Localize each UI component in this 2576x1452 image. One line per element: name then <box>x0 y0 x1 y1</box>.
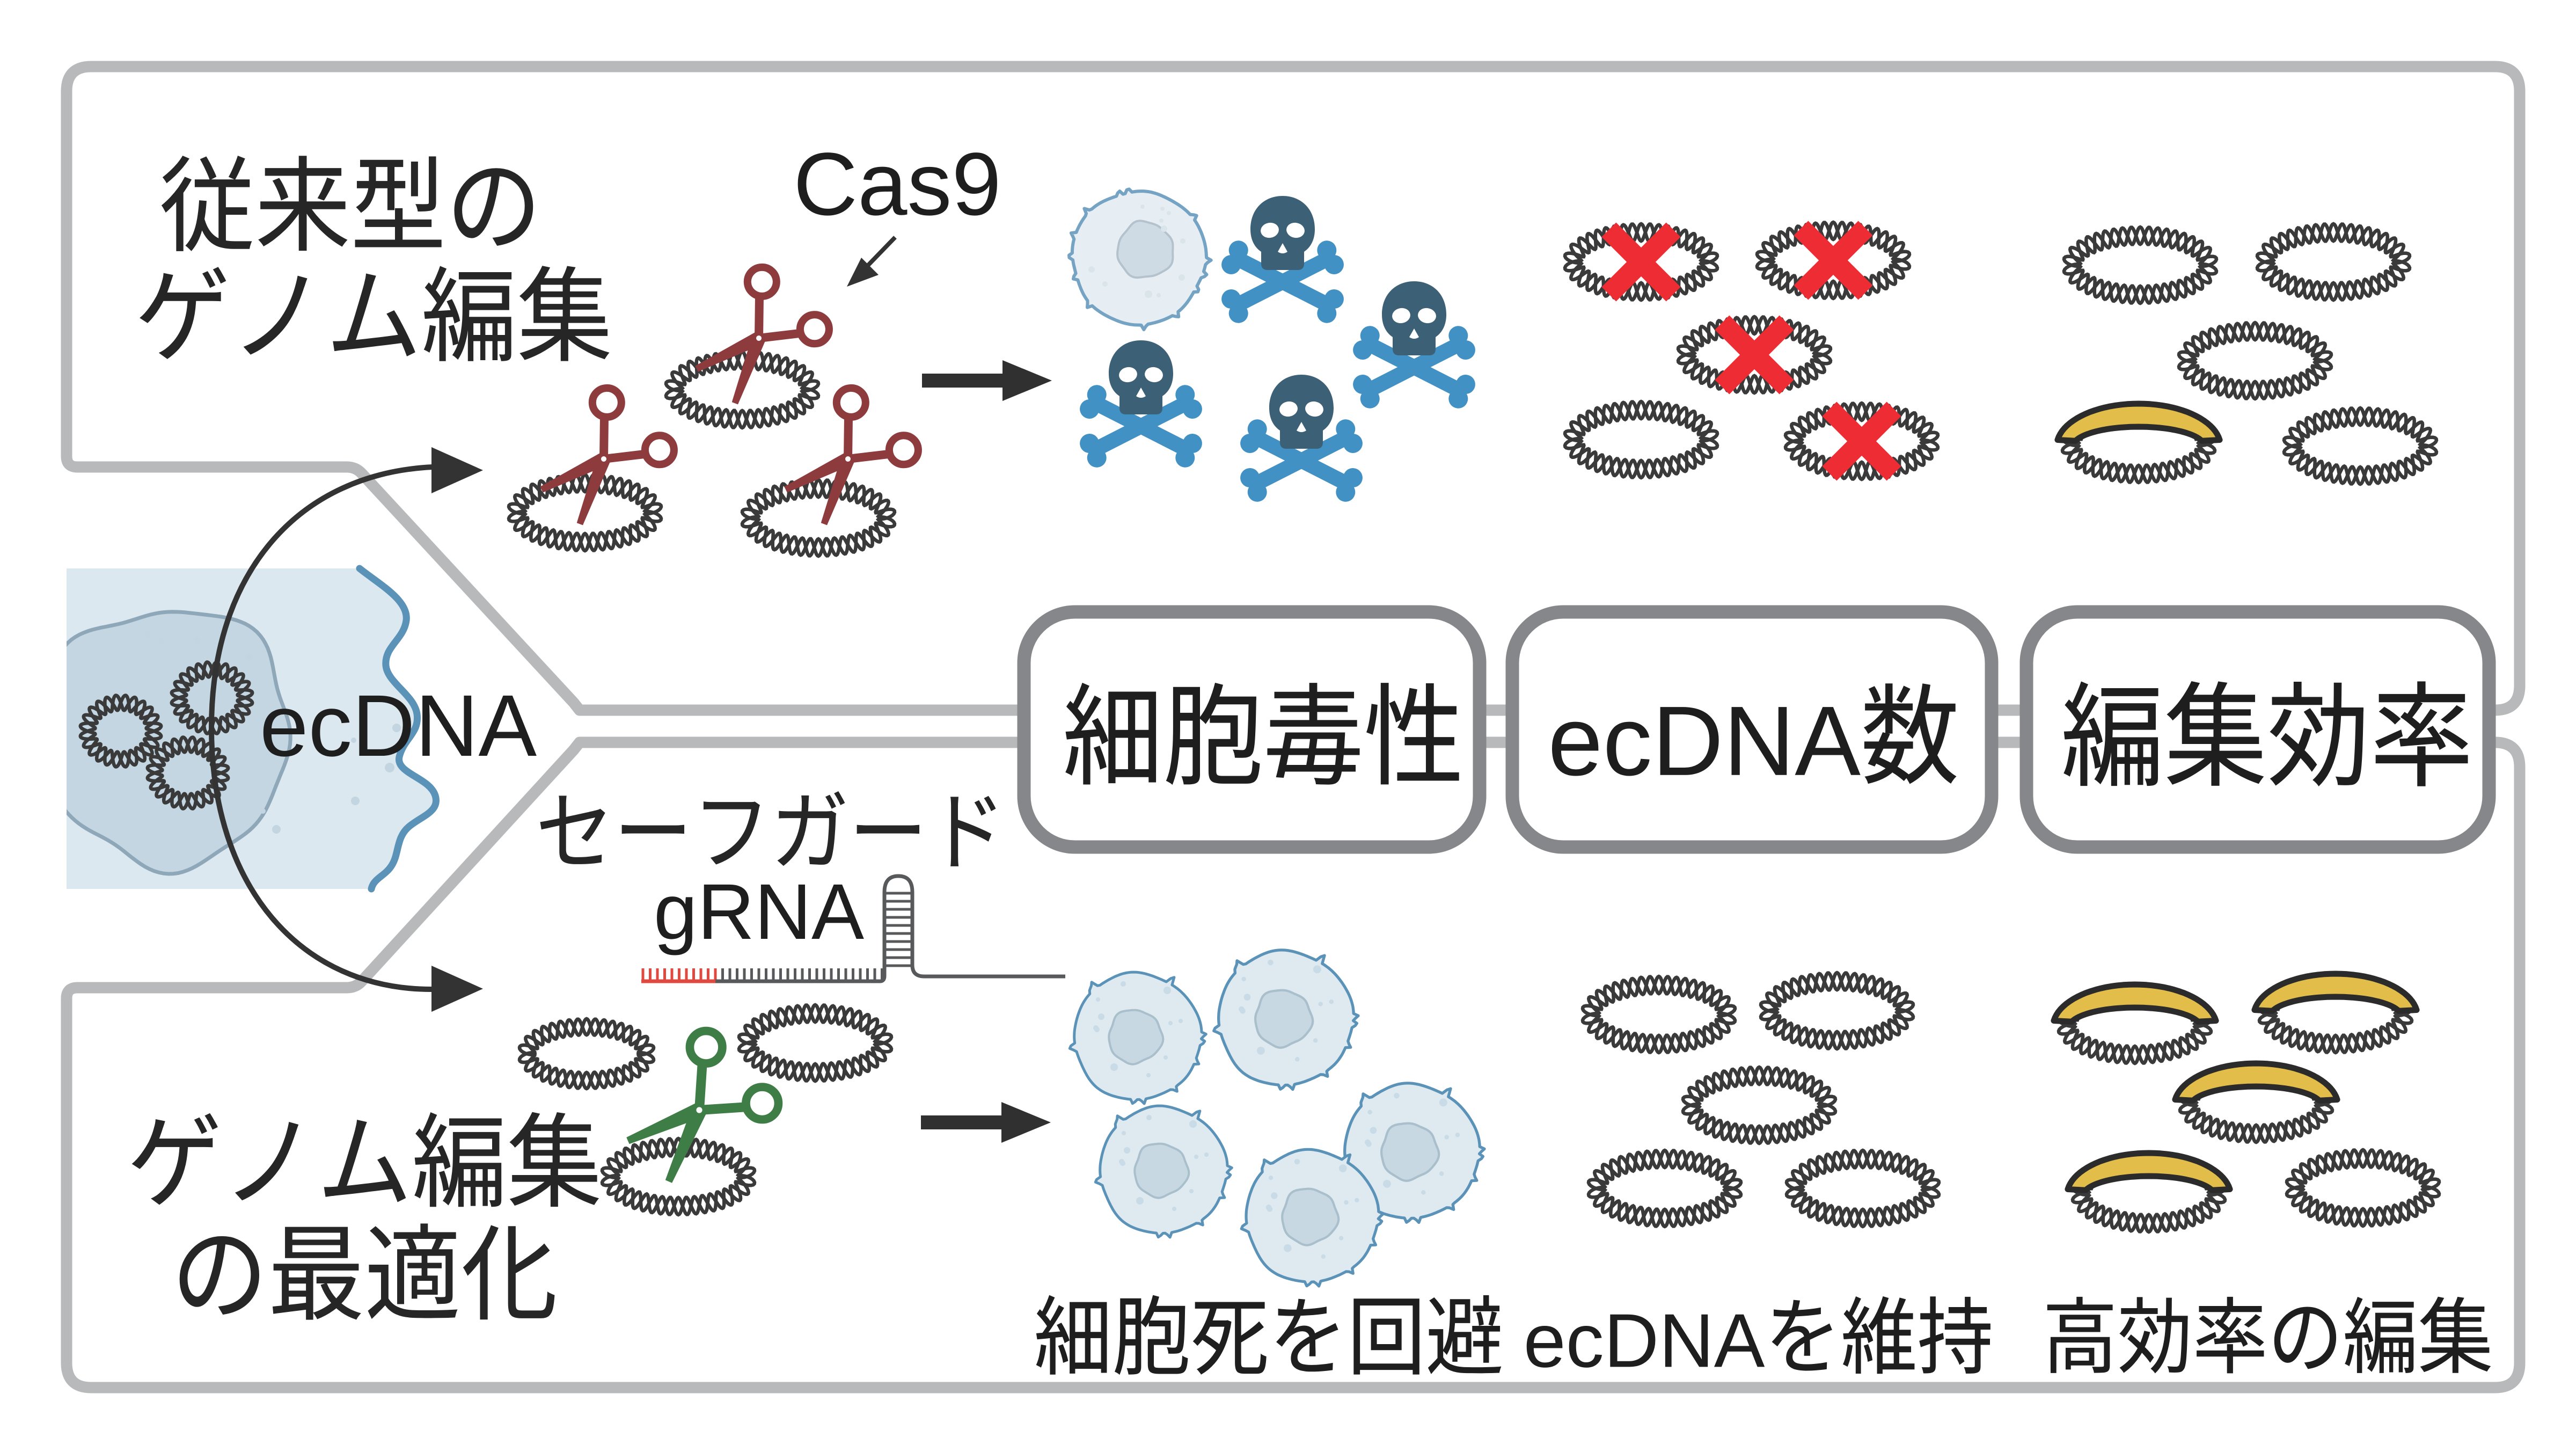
svg-text:gRNA: gRNA <box>654 868 864 956</box>
svg-text:ecDNA: ecDNA <box>260 676 537 775</box>
svg-text:ecDNA: ecDNA <box>1524 1298 1765 1383</box>
svg-text:Cas9: Cas9 <box>793 135 1001 234</box>
svg-text:ecDNA: ecDNA <box>1548 685 1861 796</box>
